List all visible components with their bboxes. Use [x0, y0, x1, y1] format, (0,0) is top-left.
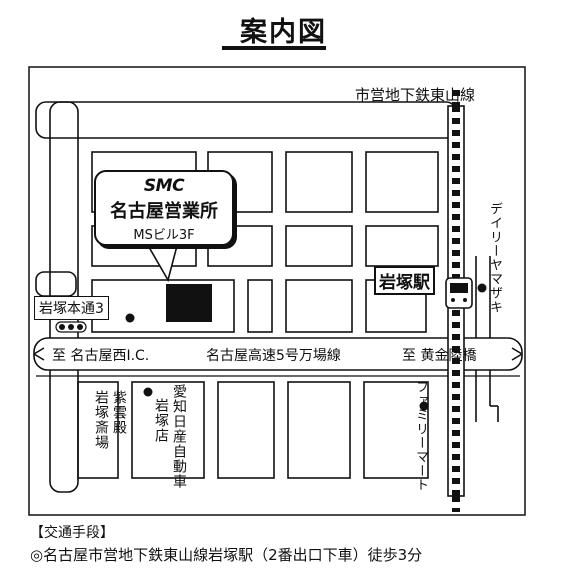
right-road	[475, 256, 499, 422]
highway-center-label: 名古屋高速5号万場線	[206, 348, 341, 364]
access-line: ◎名古屋市営地下鉄東山線岩塚駅（2番出口下車）徒歩3分	[30, 546, 423, 564]
intersection-label: 岩塚本通3	[34, 296, 109, 320]
station-icon	[445, 277, 473, 309]
arrow-left-icon	[33, 347, 45, 361]
map-border	[28, 66, 526, 516]
highway-left-label: 至 名古屋西I.C.	[52, 348, 150, 364]
label-iwatsuka-branch: 岩塚店	[153, 398, 169, 443]
smc-building	[166, 284, 212, 322]
map-canvas	[28, 66, 526, 516]
label-familymart: ファミリーマート	[413, 380, 428, 492]
label-aichi-nissan: 愛知日産自動車	[171, 384, 187, 489]
highway-right-label: 至 黄金陸橋	[402, 348, 477, 364]
landmark-dot-1	[125, 313, 135, 323]
label-daily-yamazaki: デイリーヤマザキ	[487, 202, 502, 314]
access-heading: 【交通手段】	[30, 525, 114, 541]
landmark-dot-2	[143, 387, 153, 397]
station-label: 岩塚駅	[374, 266, 435, 295]
arrow-right-icon	[511, 347, 523, 361]
intersection-marker	[55, 321, 87, 333]
expressway	[33, 337, 523, 377]
landmark-dot-familymart	[419, 401, 429, 411]
title-underline	[222, 46, 326, 50]
company-callout: SMC 名古屋営業所 MSビル3F	[94, 170, 234, 246]
landmark-dot-daily	[477, 283, 487, 293]
label-shiunden: 紫雲殿	[111, 390, 127, 435]
office-name: 名古屋営業所	[110, 201, 218, 222]
building-name: MSビル3F	[133, 228, 195, 243]
label-iwatsuka-saijo: 岩塚斎場	[93, 390, 109, 450]
map-title: 案内図	[240, 17, 327, 48]
smc-logo: SMC	[143, 176, 185, 196]
subway-line-label: 市営地下鉄東山線	[355, 86, 476, 104]
